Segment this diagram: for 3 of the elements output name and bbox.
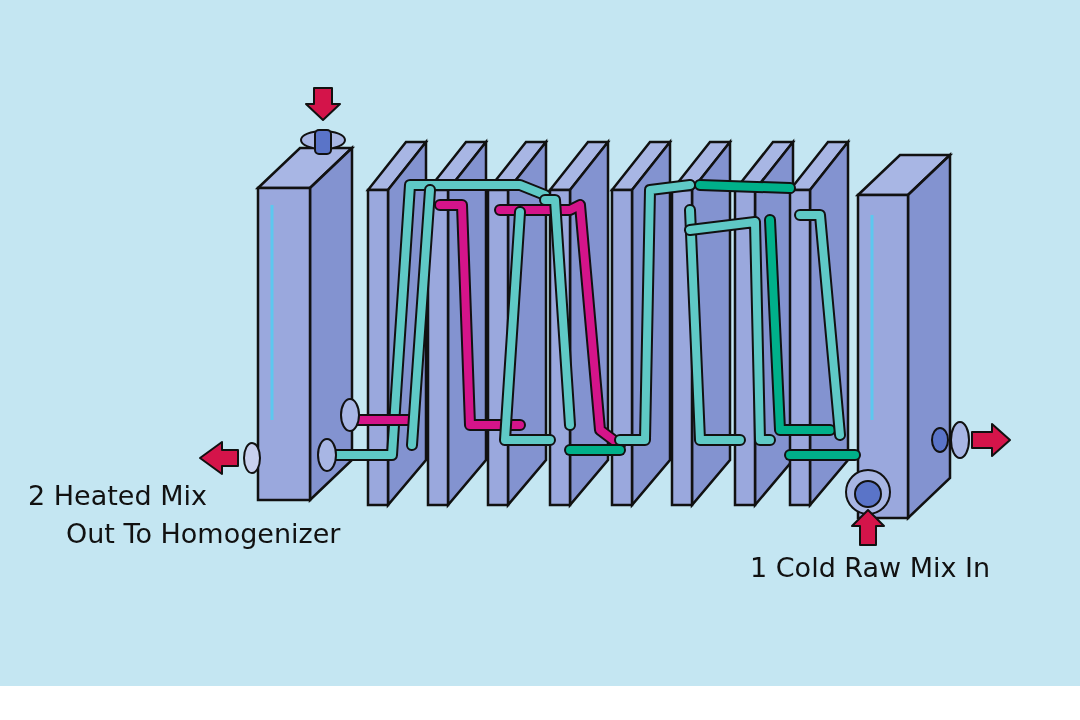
flow-label: 2 Heated Mix (28, 479, 207, 513)
flow-label: 1 Cold Raw Mix In (750, 551, 991, 585)
flow-label: Out To Homogenizer (66, 517, 341, 551)
